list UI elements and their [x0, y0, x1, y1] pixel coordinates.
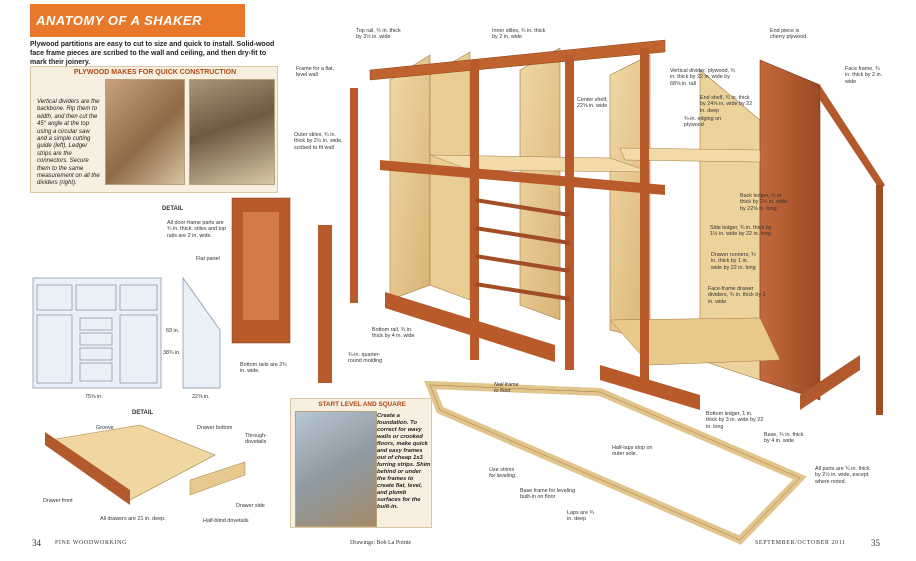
- mid-rail: [380, 160, 665, 195]
- top-rail-label: Top rail, ¾ in. thick by 3½ in. wide: [356, 28, 401, 41]
- end-shelf: [619, 147, 761, 163]
- end-shelf-label: End shelf, ¾ in. thick by 24⅝ in. wide b…: [700, 95, 753, 114]
- plywood-panel-heading: PLYWOOD MAKES FOR QUICK CONSTRUCTION: [73, 69, 237, 76]
- drawer-side-label: Drawer side: [236, 503, 265, 509]
- bottom-plywood: [609, 317, 781, 366]
- right-face-frame: [820, 85, 885, 190]
- top-rail: [369, 39, 666, 81]
- elevation-height-label: 69 in.: [166, 328, 180, 334]
- molding-label: ¾-in. quarter-round molding: [348, 352, 383, 365]
- drawer-bottom-label: Drawer bottom: [197, 425, 233, 431]
- drawer-detail: [45, 424, 246, 505]
- through-dovetails-label: Through-dovetails: [245, 433, 267, 446]
- foundation-panel-heading: START LEVEL AND SQUARE: [318, 401, 406, 408]
- base-frame-label: Base frame for leveling built-in on floo…: [520, 488, 576, 501]
- face-frame-dividers-label: Face-frame drawer dividers, ¾ in. thick …: [708, 286, 766, 305]
- half-blind-label: Half-blind dovetails: [203, 518, 249, 524]
- plywood-panel: PLYWOOD MAKES FOR QUICK CONSTRUCTION Ver…: [30, 66, 278, 193]
- drawer-detail-heading: DETAIL: [132, 410, 154, 416]
- base-frame: [423, 380, 807, 545]
- all-parts-label: All parts are ¾ in. thick by 2½ in. wide…: [815, 466, 870, 485]
- door-frame-detail: [231, 197, 332, 383]
- drawer-runners-label: Drawer runners, ¾ in. thick by 1 in. wid…: [711, 252, 756, 271]
- drawing-credit: Drawings: Bob La Pointe: [350, 540, 412, 546]
- frame-flat-label: Frame for a flat, level wall: [296, 66, 335, 79]
- side-ledger-label: Side ledger, ¾ in. thick by 1½ in. wide …: [710, 225, 772, 238]
- foundation-photo: [295, 411, 377, 527]
- center-shelf: [429, 154, 651, 173]
- drawer-front-label: Drawer front: [43, 498, 73, 504]
- right-face-frame-stile: [876, 185, 883, 415]
- foundation-panel-text: Create a foundation. To correct for wavy…: [377, 413, 431, 510]
- nail-frame-label: Nail frame to floor.: [494, 382, 519, 395]
- foundation-panel: START LEVEL AND SQUARE Create a foundati…: [290, 398, 432, 528]
- inner-stiles-label: Inner stiles, ¾ in. thick by 2 in. wide: [492, 28, 546, 41]
- door-detail-heading: DETAIL: [162, 206, 184, 212]
- back-ledger-label: Back ledger, ¾ in. thick by 1½ in. wide …: [740, 193, 788, 212]
- use-shims-label: Use shims for leveling.: [489, 467, 517, 480]
- center-shelf-label: Center shelf, 22⅝ in. wide: [577, 97, 608, 110]
- base-label: Base, ¾ in. thick by 4 in. wide: [764, 432, 804, 445]
- page-number-left: 34: [32, 538, 41, 548]
- inner-stile-2: [565, 55, 574, 370]
- inner-stile-3: [640, 48, 649, 388]
- elevation-height2-label: 38¾ in.: [163, 350, 181, 356]
- outer-stiles-label: Outer stiles, ¾ in. thick by 2½ in. wide…: [294, 132, 343, 151]
- door-parts-label: All door-frame parts are ¾ in. thick; st…: [167, 220, 227, 239]
- article-title: ANATOMY OF A SHAKER BUILT-IN: [30, 4, 245, 61]
- bottom-rail: [385, 292, 555, 362]
- outer-stile-left: [350, 88, 358, 303]
- bottom-rail-label: Bottom rail, ¾ in. thick by 4 in. wide: [372, 327, 415, 340]
- bottom-rail-right: [600, 365, 700, 410]
- circular-saw-photo: [105, 79, 185, 185]
- ledger-strip-photo: [189, 79, 275, 185]
- drawer-dividers: [474, 198, 571, 301]
- issue-date: SEPTEMBER/OCTOBER 2011: [755, 540, 846, 546]
- elevation-width-label: 75⅝ in.: [85, 394, 103, 400]
- groove-label: Groove: [96, 425, 114, 431]
- flat-panel-label: Flat panel: [196, 256, 220, 262]
- face-frame-label: Face frame, ¾ in. thick by 2 in. wide: [845, 66, 883, 85]
- base: [800, 355, 860, 410]
- inner-stile-1: [470, 60, 479, 360]
- plywood-panel-text: Vertical dividers are the backbone. Rip …: [37, 99, 100, 187]
- vertical-divider-label: Vertical divider, plywood, ¾ in. thick b…: [670, 68, 736, 87]
- all-drawers-label: All drawers are 21 in. deep.: [100, 516, 166, 522]
- magazine-name: FINE WOODWORKING: [55, 540, 127, 546]
- end-piece-label: End piece is cherry plywood.: [770, 28, 808, 41]
- bottom-ledger-label: Bottom ledger, 1 in. thick by 3 in. wide…: [706, 411, 764, 430]
- cherry-end-piece: [759, 59, 821, 401]
- half-laps-label: Half-laps stop on outer sole.: [612, 445, 653, 458]
- front-elevation: [32, 276, 221, 389]
- edging-label: ¾-in. edging on plywood: [684, 116, 722, 129]
- bottom-rails-label: Bottom rails are 2¾ in. wide.: [240, 362, 287, 375]
- elevation-depth-label: 22⅝ in.: [192, 394, 210, 400]
- page-number-right: 35: [871, 538, 880, 548]
- intro-text: Plywood partitions are easy to cut to si…: [30, 41, 275, 66]
- laps-label: Laps are ¾ in. deep: [567, 510, 594, 523]
